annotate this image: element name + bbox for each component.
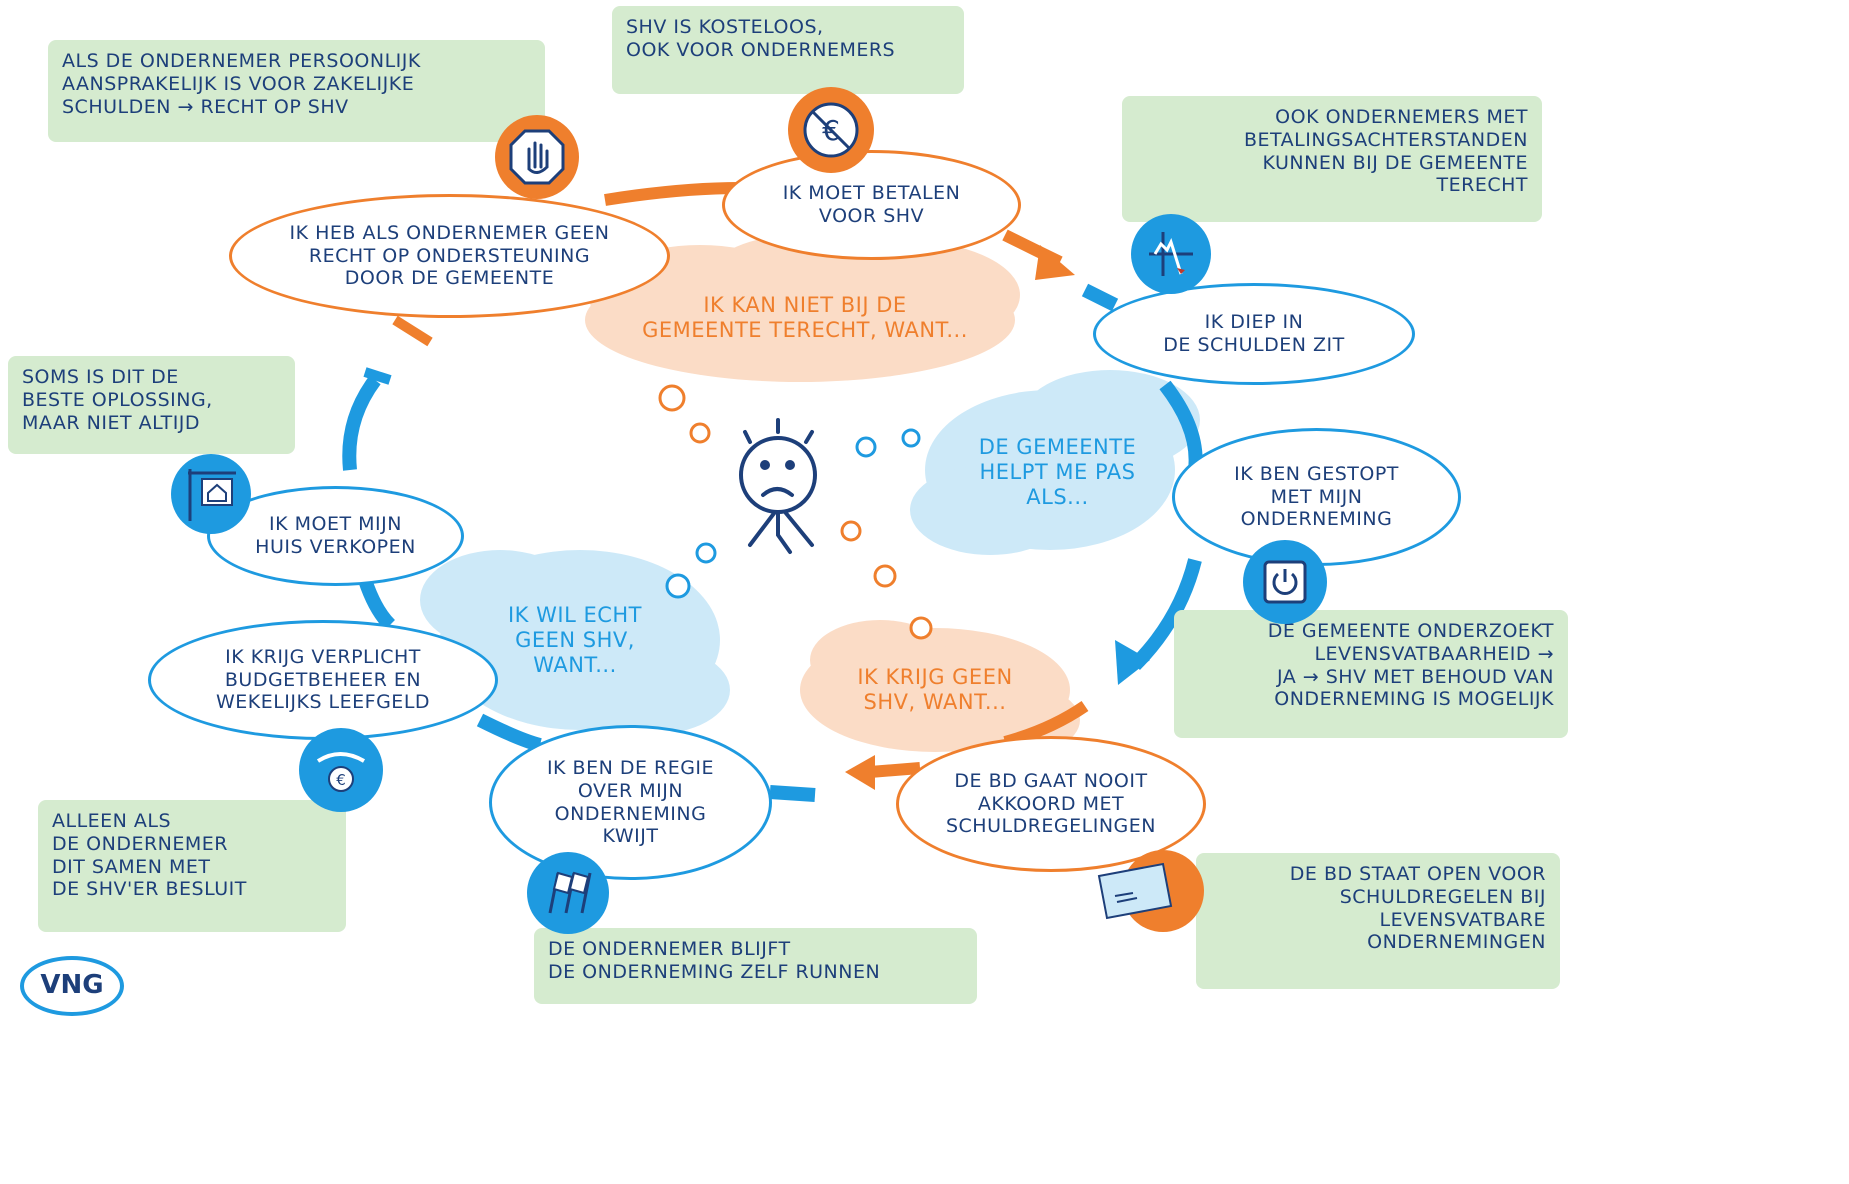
blue-arrowhead-right [1115,640,1150,685]
orange-arc-bottom-arrow [869,762,921,778]
note-top-center: SHV IS KOSTELOOS,OOK VOOR ONDERNEMERS [612,6,964,94]
blue-tick-left [363,367,392,385]
blue-cloud-right [910,370,1200,555]
blue-arc-right-top [1081,283,1119,312]
diagram-background [342,182,1203,802]
svg-text:€: € [336,771,346,789]
orange-arrowhead-top [1035,245,1075,280]
hand-euro-icon: € [299,728,383,812]
blue-cloud-left [420,550,730,735]
orange-tick-left [392,315,433,347]
blue-arc-right-low [1130,558,1202,670]
declining-chart-icon [1131,214,1211,294]
orange-arc-top-left [604,182,741,206]
vng-logo-text: VNG [40,970,104,1000]
thought-dots [658,384,933,640]
blue-arc-bottom [769,785,816,802]
orange-arrowhead-bottom [845,755,875,790]
no-euro-icon: € [788,87,874,173]
vng-logo: VNG [20,956,124,1016]
power-icon [1243,540,1327,624]
flags-icon [527,852,609,934]
blue-arc-left-top [342,375,381,471]
envelope-icon [1097,850,1204,932]
house-for-sale-icon [171,454,251,534]
blue-arc-left-mid [358,577,396,630]
worried-person [739,418,817,554]
stop-hand-icon [495,115,579,199]
